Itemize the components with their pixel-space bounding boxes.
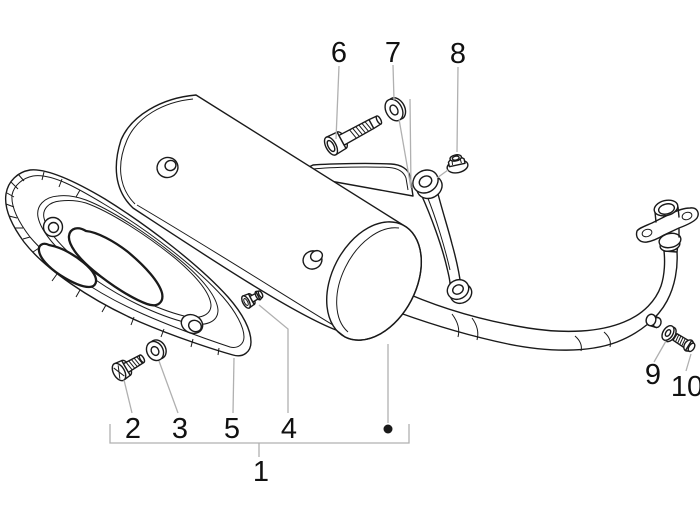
- shield-slot-small: [37, 242, 98, 289]
- shield-washer: [145, 339, 167, 362]
- bracket-arm: [412, 169, 473, 305]
- pipe-bolt: [672, 333, 696, 353]
- muffler-body: [115, 94, 423, 341]
- shield-slot-large: [67, 227, 164, 307]
- callout-4: 4: [281, 413, 297, 445]
- muffler-stud-left: [156, 156, 179, 179]
- callout-6: 6: [331, 37, 347, 69]
- callout-10: 10: [671, 371, 700, 403]
- callout-1: 1: [253, 456, 269, 488]
- callout-8: 8: [450, 38, 466, 70]
- assembly-bullet: [383, 424, 393, 434]
- muffler-stud-center: [302, 249, 324, 270]
- pipe-boss: [645, 313, 662, 329]
- bracket-bolt: [323, 115, 383, 156]
- bracket-plate: [308, 162, 414, 197]
- shield-mount-hole: [180, 313, 204, 335]
- callout-7: 7: [385, 37, 401, 69]
- exhaust-pipe: [394, 199, 699, 352]
- callout-labels: 6 7 8 2 3 5 4 1 9 10: [125, 37, 700, 488]
- heat-shield: [4, 169, 252, 357]
- shield-bolt: [241, 290, 264, 309]
- upper-bushing: [412, 169, 443, 200]
- callout-9: 9: [645, 359, 661, 391]
- callout-3: 3: [172, 413, 188, 445]
- callout-5: 5: [224, 413, 240, 445]
- callout-2: 2: [125, 413, 141, 445]
- bracket-washer: [384, 97, 407, 122]
- group-bracket: [109, 424, 410, 444]
- shield-grommet-hole: [42, 216, 64, 238]
- lower-bushing: [446, 278, 473, 305]
- leader-lines: [109, 64, 692, 457]
- shield-screw: [111, 354, 146, 382]
- bracket-nut: [446, 154, 469, 174]
- pipe-flange: [635, 199, 699, 253]
